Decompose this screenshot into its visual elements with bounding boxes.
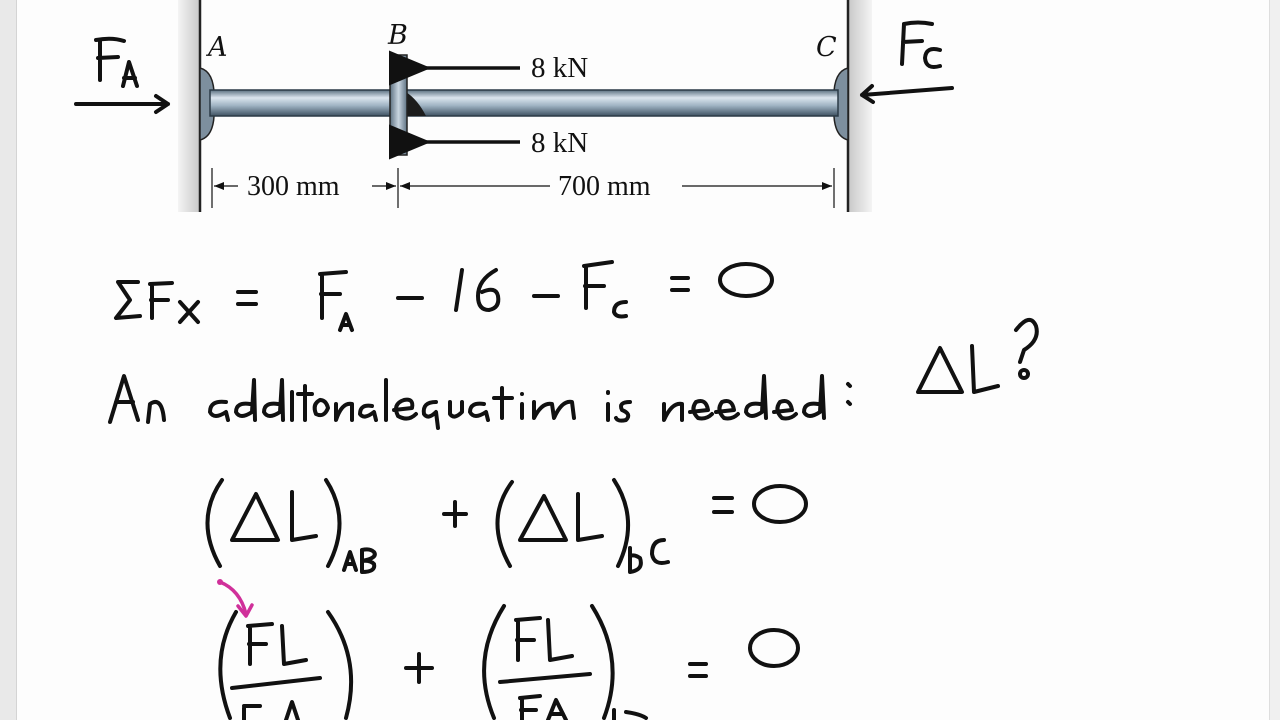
handwriting-equilibrium-equation (114, 260, 774, 332)
rod (209, 89, 839, 117)
right-wall (848, 0, 872, 212)
collar-b (389, 54, 408, 156)
dimension-lines (211, 168, 835, 208)
handwriting-force-a (74, 36, 170, 114)
label-c: C (816, 32, 837, 63)
right-scrollbar-track[interactable] (1269, 0, 1280, 720)
load-top-label: 8 kN (531, 52, 588, 84)
handwriting-substitution-equation (218, 604, 800, 720)
bar-figure: A B C 8 kN 8 kN 300 mm 700 mm (178, 0, 872, 212)
dim-ab-label: 300 mm (247, 171, 340, 202)
left-wall (178, 0, 200, 212)
load-bottom-label: 8 kN (531, 127, 588, 159)
label-b: B (387, 20, 408, 51)
label-a: A (205, 32, 228, 63)
accent-arrow (217, 579, 254, 618)
handwriting-compatibility-equation (205, 478, 808, 574)
left-scrollbar-track[interactable] (0, 0, 17, 720)
collar-fillet (406, 92, 426, 116)
dim-bc-label: 700 mm (558, 171, 651, 202)
handwriting-force-c (860, 20, 954, 104)
handwriting-note (108, 318, 1039, 430)
